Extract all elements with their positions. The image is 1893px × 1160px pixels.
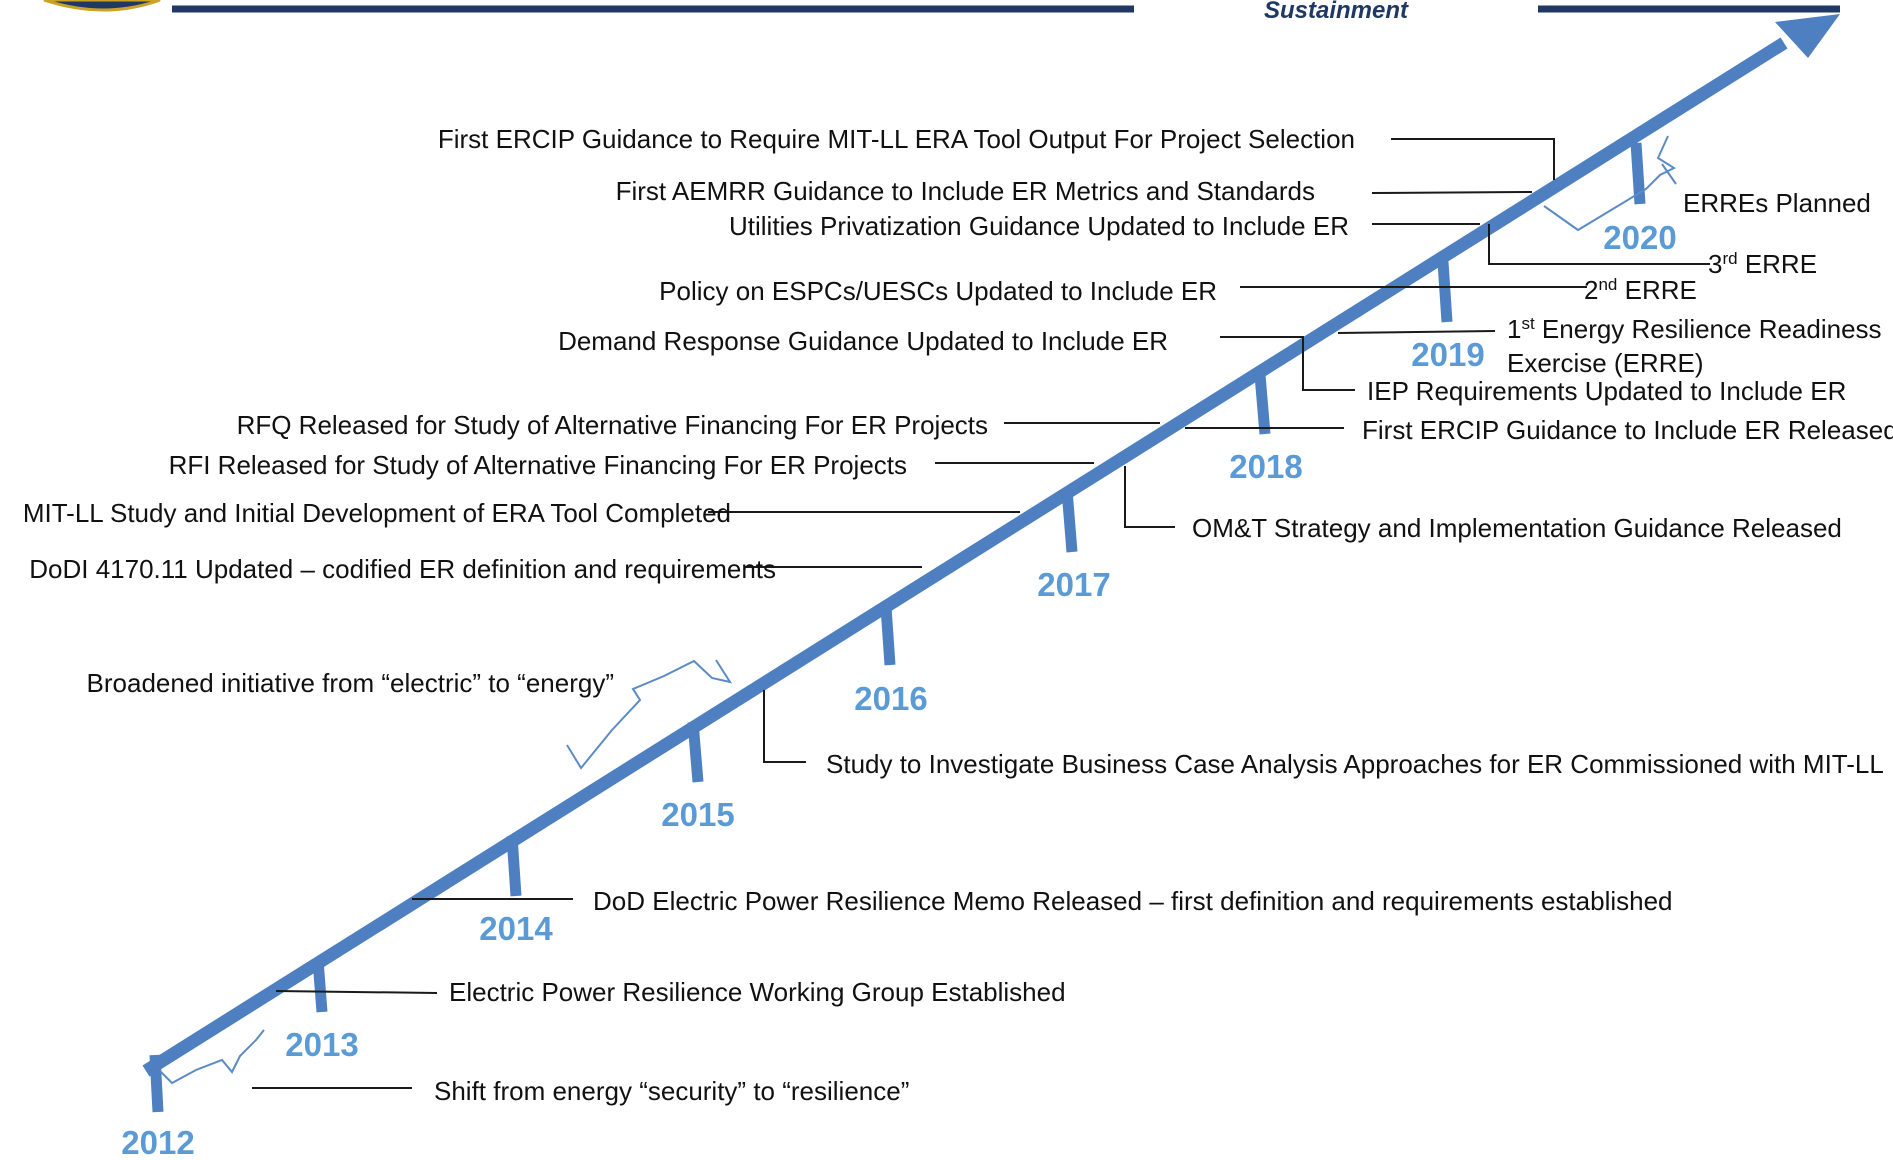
event-dodi-updated: DoDI 4170.11 Updated – codified ER defin…	[29, 554, 776, 584]
tick-2019	[1437, 261, 1453, 323]
tick-2018	[1254, 374, 1271, 435]
event-2nd-erre: 2nd ERRE	[1584, 275, 1697, 305]
year-label-2014: 2014	[479, 910, 553, 947]
event-era-tool-guidance: First ERCIP Guidance to Require MIT-LL E…	[438, 124, 1355, 154]
event-ercip-guidance: First ERCIP Guidance to Include ER Relea…	[1362, 415, 1893, 445]
erre3-text: ERRE	[1738, 249, 1817, 279]
erre1-ordinal: 1	[1507, 314, 1521, 344]
erre1-text: Energy Resilience Readiness	[1535, 314, 1882, 344]
connector-demand-response	[1220, 336, 1355, 391]
events-left: First ERCIP Guidance to Require MIT-LL E…	[23, 124, 1355, 698]
tick-2017	[1061, 489, 1078, 553]
connector-bca-study	[763, 690, 806, 763]
connector-3rd-erre	[1488, 224, 1710, 265]
event-mit-ll-study: MIT-LL Study and Initial Development of …	[23, 498, 731, 528]
bracket-broadened	[566, 659, 733, 770]
event-rfq-released: RFQ Released for Study of Alternative Fi…	[237, 410, 988, 440]
erre2-text: ERRE	[1617, 275, 1696, 305]
event-bca-study: Study to Investigate Business Case Analy…	[826, 749, 1884, 779]
event-1st-erre: 1st Energy Resilience Readiness	[1507, 314, 1882, 344]
tick-2015	[687, 721, 704, 783]
erre1-ordinal-suffix: st	[1521, 314, 1535, 333]
event-demand-response: Demand Response Guidance Updated to Incl…	[558, 326, 1168, 356]
event-erres-planned: ERREs Planned	[1683, 188, 1871, 218]
year-label-2012: 2012	[121, 1124, 194, 1160]
year-label-2018: 2018	[1229, 448, 1302, 485]
event-broadened-initiative: Broadened initiative from “electric” to …	[87, 668, 614, 698]
year-label-2016: 2016	[854, 680, 927, 717]
header-subtitle: Sustainment	[1264, 0, 1409, 24]
tick-2013	[312, 959, 328, 1013]
bracket-erres-planned-tail	[1661, 163, 1677, 185]
year-label-2020: 2020	[1603, 219, 1676, 256]
event-utilities-privatization: Utilities Privatization Guidance Updated…	[729, 211, 1349, 241]
brackets	[159, 135, 1677, 1085]
arrow-head-icon	[1775, 14, 1840, 58]
event-1st-erre-line2: Exercise (ERRE)	[1507, 348, 1703, 378]
erre3-ordinal-suffix: rd	[1722, 249, 1737, 268]
event-aemrr-guidance: First AEMRR Guidance to Include ER Metri…	[616, 176, 1315, 206]
events-right: ERREs Planned 3rd ERRE 2nd ERRE 1st Ener…	[434, 188, 1893, 1106]
bracket-security-shift	[159, 1029, 265, 1085]
erre2-ordinal: 2	[1584, 275, 1598, 305]
connector-lines	[252, 138, 1710, 1089]
event-omt-strategy: OM&T Strategy and Implementation Guidanc…	[1192, 513, 1842, 543]
connector-omt	[1124, 466, 1175, 528]
year-label-2017: 2017	[1037, 566, 1110, 603]
event-3rd-erre: 3rd ERRE	[1708, 249, 1817, 279]
bracket-erres-planned	[1543, 135, 1677, 232]
year-label-2015: 2015	[661, 796, 734, 833]
connector-aemrr	[1371, 191, 1533, 194]
connector-era-tool-guidance	[1391, 138, 1555, 180]
event-iep-requirements: IEP Requirements Updated to Include ER	[1367, 376, 1846, 406]
year-label-2019: 2019	[1411, 336, 1484, 373]
year-label-2013: 2013	[285, 1026, 358, 1063]
event-security-shift: Shift from energy “security” to “resilie…	[434, 1076, 909, 1106]
connector-1st-erre	[1337, 330, 1496, 334]
logo-seal	[43, 0, 161, 12]
connector-working-group	[275, 990, 438, 994]
tick-2012	[149, 1054, 164, 1113]
erre2-ordinal-suffix: nd	[1598, 275, 1617, 294]
event-working-group: Electric Power Resilience Working Group …	[449, 977, 1066, 1007]
erre3-ordinal: 3	[1708, 249, 1722, 279]
header: Sustainment	[43, 0, 1840, 24]
event-power-memo: DoD Electric Power Resilience Memo Relea…	[593, 886, 1673, 916]
year-labels: 2012 2013 2014 2015 2016 2017 2018 2019 …	[121, 219, 1676, 1160]
event-rfi-released: RFI Released for Study of Alternative Fi…	[169, 450, 907, 480]
event-espc-policy: Policy on ESPCs/UESCs Updated to Include…	[659, 276, 1217, 306]
tick-2014	[506, 835, 522, 897]
tick-2016	[880, 606, 896, 666]
